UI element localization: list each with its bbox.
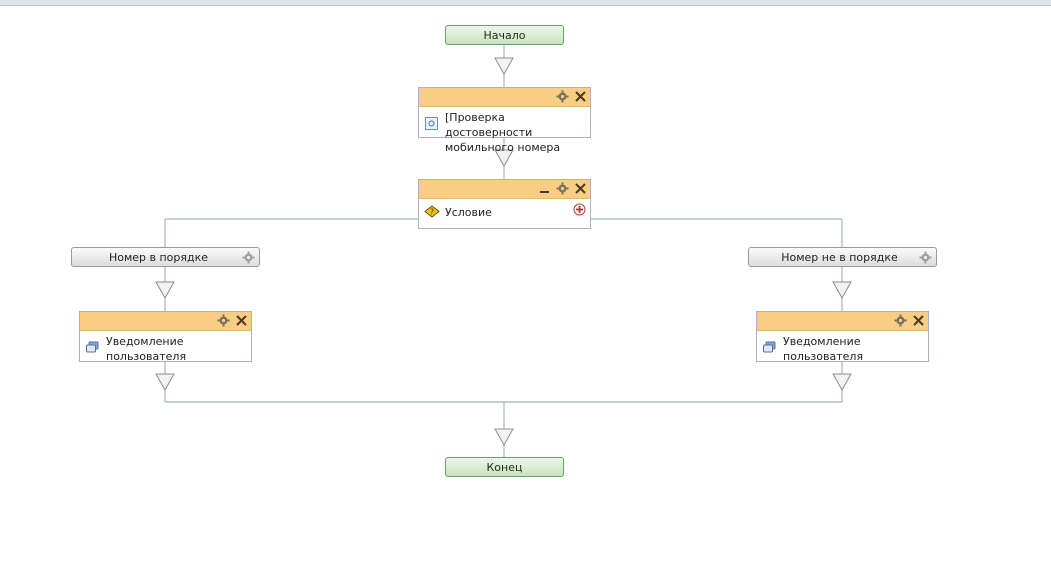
gear-icon[interactable]: [242, 251, 255, 264]
close-icon[interactable]: [574, 90, 587, 103]
close-icon[interactable]: [574, 182, 587, 195]
activity-icon: [425, 117, 438, 130]
condition-block[interactable]: ? Условие: [418, 179, 591, 229]
gear-icon[interactable]: [894, 314, 907, 327]
flow-arrow: [494, 428, 514, 446]
top-border: [0, 0, 1051, 6]
branch-right[interactable]: Номер не в порядке: [748, 247, 937, 267]
activity-header: [757, 312, 928, 331]
flow-arrow: [832, 281, 852, 299]
gear-icon[interactable]: [556, 182, 569, 195]
branch-left-label: Номер в порядке: [108, 250, 209, 264]
condition-icon: ?: [424, 205, 440, 218]
flow-arrow: [494, 57, 514, 75]
activity-header: [80, 312, 251, 331]
close-icon[interactable]: [912, 314, 925, 327]
condition-title: Условие: [445, 206, 492, 219]
flow-arrow: [155, 281, 175, 299]
notification-left-title: Уведомление пользователя: [106, 335, 187, 363]
add-icon[interactable]: [573, 203, 586, 216]
gear-icon[interactable]: [556, 90, 569, 103]
notification-right-block[interactable]: Уведомление пользователя: [756, 311, 929, 363]
flow-arrow: [494, 149, 514, 167]
condition-header: [419, 180, 590, 199]
branch-right-label: Номер не в порядке: [781, 250, 898, 264]
minimize-icon[interactable]: [538, 182, 551, 195]
activity-check-title: [Проверка достоверности мобильного номер…: [445, 111, 561, 154]
notification-right-title: Уведомление пользователя: [783, 335, 864, 363]
activity-header: [419, 88, 590, 107]
start-label: Начало: [483, 28, 526, 42]
gear-icon[interactable]: [217, 314, 230, 327]
close-icon[interactable]: [235, 314, 248, 327]
flow-arrow: [155, 373, 175, 391]
svg-text:?: ?: [430, 208, 434, 217]
notification-left-block[interactable]: Уведомление пользователя: [79, 311, 252, 363]
activity-check-block[interactable]: [Проверка достоверности мобильного номер…: [418, 87, 591, 154]
notification-icon: [763, 341, 776, 353]
branch-left[interactable]: Номер в порядке: [71, 247, 260, 267]
end-label: Конец: [486, 460, 523, 474]
flow-arrow: [832, 373, 852, 391]
start-node[interactable]: Начало: [445, 25, 564, 45]
end-node[interactable]: Конец: [445, 457, 564, 477]
notification-icon: [86, 341, 99, 353]
gear-icon[interactable]: [919, 251, 932, 264]
